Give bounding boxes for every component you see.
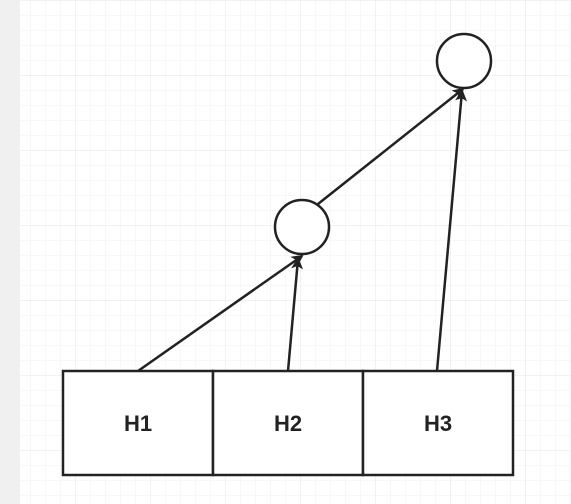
- box-h2-rect: [211, 369, 365, 477]
- box-h3-label: H3: [424, 411, 452, 436]
- edge-h1-to-middle-node: [137, 254, 304, 373]
- left-strip: [0, 0, 20, 504]
- box-h2: H2: [211, 369, 365, 477]
- box-h3-rect: [361, 369, 515, 477]
- box-h1: H1: [61, 369, 215, 477]
- top-node: [435, 32, 493, 90]
- middle-node: [273, 198, 331, 256]
- edge-middle-node-to-top-node: [317, 87, 465, 205]
- box-h2-label: H2: [274, 411, 302, 436]
- box-h3: H3: [361, 369, 515, 477]
- edge-h3-to-top-node: [435, 89, 468, 372]
- box-h1-label: H1: [124, 411, 152, 436]
- edge-h2-to-middle-node: [286, 257, 304, 372]
